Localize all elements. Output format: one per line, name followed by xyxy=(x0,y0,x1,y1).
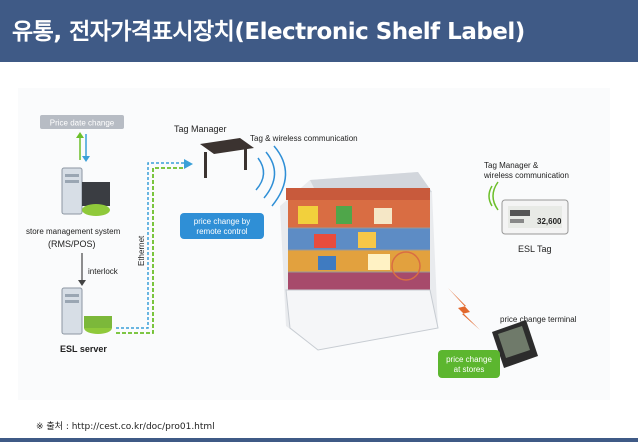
esl-tag-price: 32,600 xyxy=(537,217,562,226)
interlock-arrow-icon xyxy=(78,280,86,286)
stores-callout-line-2: at stores xyxy=(454,365,485,374)
ethernet-label: Ethernet xyxy=(137,235,146,266)
remote-control-line-2: remote control xyxy=(196,227,247,236)
tag-manager-device-icon xyxy=(200,138,254,178)
esl-server-icon xyxy=(61,287,112,335)
sync-arrows-icon xyxy=(76,132,90,162)
esl-server-label: ESL server xyxy=(60,344,107,354)
interlock-label: interlock xyxy=(88,267,119,276)
price-date-change-box xyxy=(40,115,124,129)
title-bar: 유통, 전자가격표시장치(Electronic Shelf Label) xyxy=(0,0,638,62)
source-citation: ※ 출처 : http://cest.co.kr/doc/pro01.html xyxy=(36,422,215,432)
tag-manager-label: Tag Manager xyxy=(174,124,227,134)
lightning-icon xyxy=(448,288,480,330)
remote-control-line-1: price change by xyxy=(194,217,250,226)
tm-wireless-label-2: wireless communication xyxy=(483,171,569,180)
price-terminal-label: price change terminal xyxy=(500,315,577,324)
handheld-terminal-icon xyxy=(492,320,538,368)
price-date-change-label: Price date change xyxy=(50,119,115,128)
slide-title: 유통, 전자가격표시장치(Electronic Shelf Label) xyxy=(12,19,525,45)
esl-diagram: Price date change store management syste… xyxy=(18,88,610,400)
esl-tag-label: ESL Tag xyxy=(518,244,552,254)
bottom-rule xyxy=(0,438,638,442)
store-mgmt-label-1: store management system xyxy=(26,227,121,236)
store-mgmt-label-2: (RMS/POS) xyxy=(48,239,96,249)
remote-control-callout xyxy=(180,213,264,239)
store-server-icon xyxy=(61,167,110,216)
stores-callout-line-1: price change xyxy=(446,355,492,364)
retail-shelf-image xyxy=(280,172,439,351)
ethernet-connection xyxy=(116,159,193,334)
stores-callout xyxy=(438,350,500,378)
wireless-signal-icon xyxy=(255,145,287,207)
esl-tag-device-icon xyxy=(501,199,569,235)
tag-signal-icon xyxy=(488,181,499,211)
tm-wireless-label-1: Tag Manager & xyxy=(484,161,539,170)
tag-wireless-label: Tag & wireless communication xyxy=(250,134,358,143)
